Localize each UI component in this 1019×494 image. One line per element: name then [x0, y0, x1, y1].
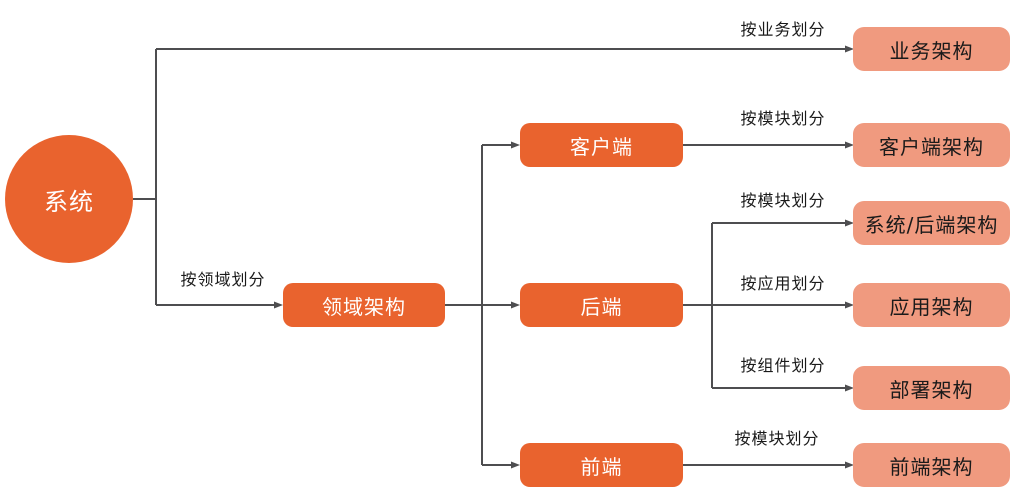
edge-label-by-app: 按应用划分	[740, 274, 826, 293]
edge-label-by-business: 按业务划分	[740, 20, 826, 39]
node-system-backend-arch: 系统/后端架构	[853, 201, 1010, 245]
node-backend: 后端	[520, 283, 683, 327]
node-app-arch: 应用架构	[853, 283, 1010, 327]
edge-label-by-module-frontend: 按模块划分	[734, 429, 820, 448]
node-frontend-arch: 前端架构	[853, 443, 1010, 487]
edge-label-by-domain: 按领域划分	[180, 270, 266, 289]
edge-label-by-module-client: 按模块划分	[740, 109, 826, 128]
node-business-arch: 业务架构	[853, 27, 1010, 71]
node-frontend: 前端	[520, 443, 683, 487]
edge-label-by-module-backend: 按模块划分	[740, 191, 826, 210]
edge-label-by-component: 按组件划分	[740, 356, 826, 375]
node-domain-arch: 领域架构	[283, 283, 445, 327]
node-client-arch: 客户端架构	[853, 123, 1010, 167]
node-system: 系统	[5, 135, 133, 263]
node-deploy-arch: 部署架构	[853, 366, 1010, 410]
node-client: 客户端	[520, 123, 683, 167]
